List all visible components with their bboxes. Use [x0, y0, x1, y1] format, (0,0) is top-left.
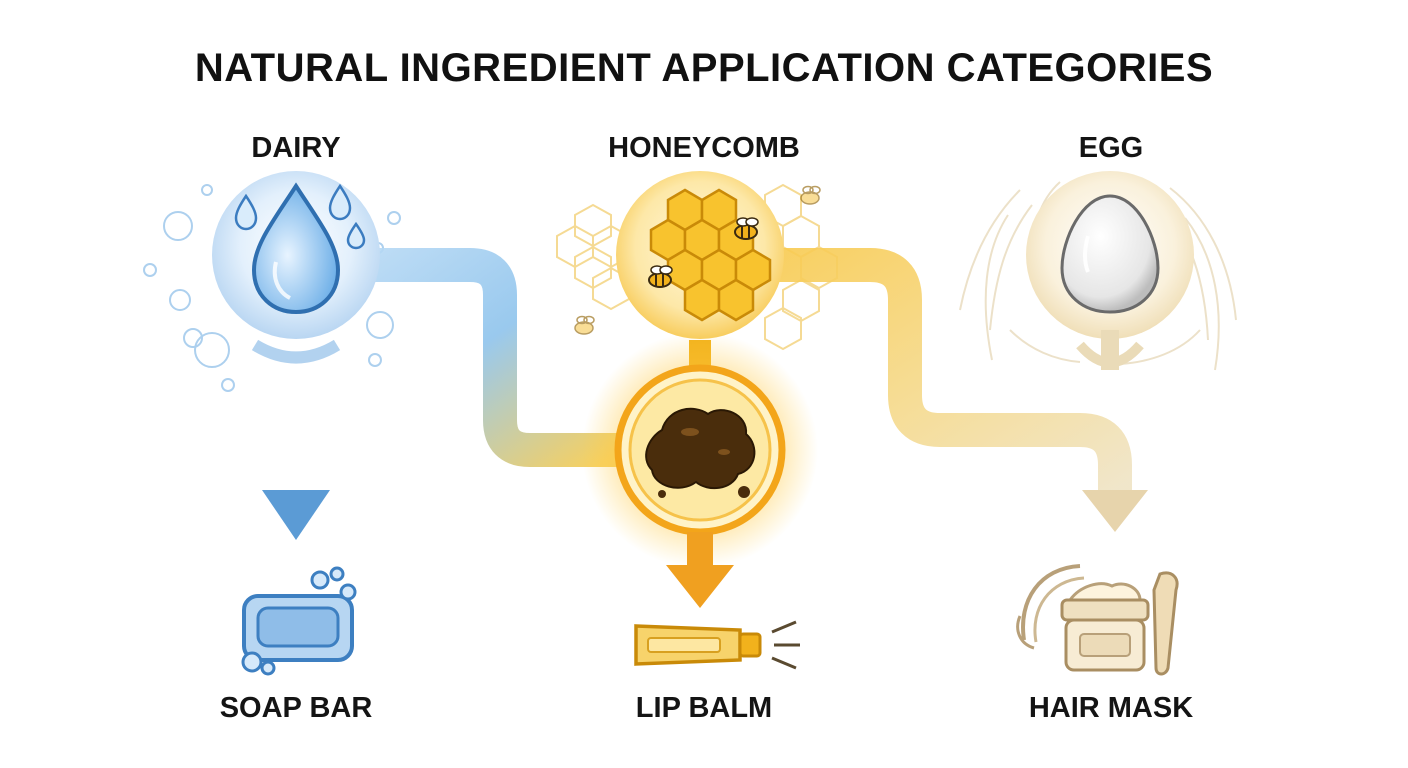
arrow-down-icon	[262, 490, 330, 540]
product-label-lip-balm: LIP BALM	[635, 692, 773, 724]
flow-path-honeycomb-to-hair-mask	[770, 248, 1132, 490]
source-label-honeycomb: HONEYCOMB	[608, 132, 800, 164]
source-label-dairy: DAIRY	[251, 132, 341, 164]
soap-bar-icon	[241, 566, 357, 676]
bee-icon	[648, 265, 673, 288]
water-drop-icon	[234, 182, 366, 315]
lip-balm-tube-icon	[634, 620, 800, 670]
honeycomb-icon	[649, 188, 772, 322]
flow-path-dairy-to-lip-balm	[360, 248, 620, 467]
source-label-egg: EGG	[1078, 132, 1144, 164]
egg-icon	[1060, 194, 1160, 314]
product-label-hair-mask: HAIR MASK	[1028, 692, 1194, 724]
bee-icon	[574, 315, 595, 335]
arrow-down-icon	[1082, 490, 1148, 532]
page-title: NATURAL INGREDIENT APPLICATION CATEGORIE…	[194, 46, 1214, 90]
arrow-down-icon	[666, 565, 734, 608]
beeswax-blob-icon	[645, 407, 756, 498]
bee-icon	[800, 185, 821, 205]
bubble-decorations	[143, 184, 401, 392]
hair-mask-jar-icon	[1016, 564, 1179, 676]
product-label-soap-bar: SOAP BAR	[219, 692, 373, 724]
bee-icon	[734, 217, 759, 240]
